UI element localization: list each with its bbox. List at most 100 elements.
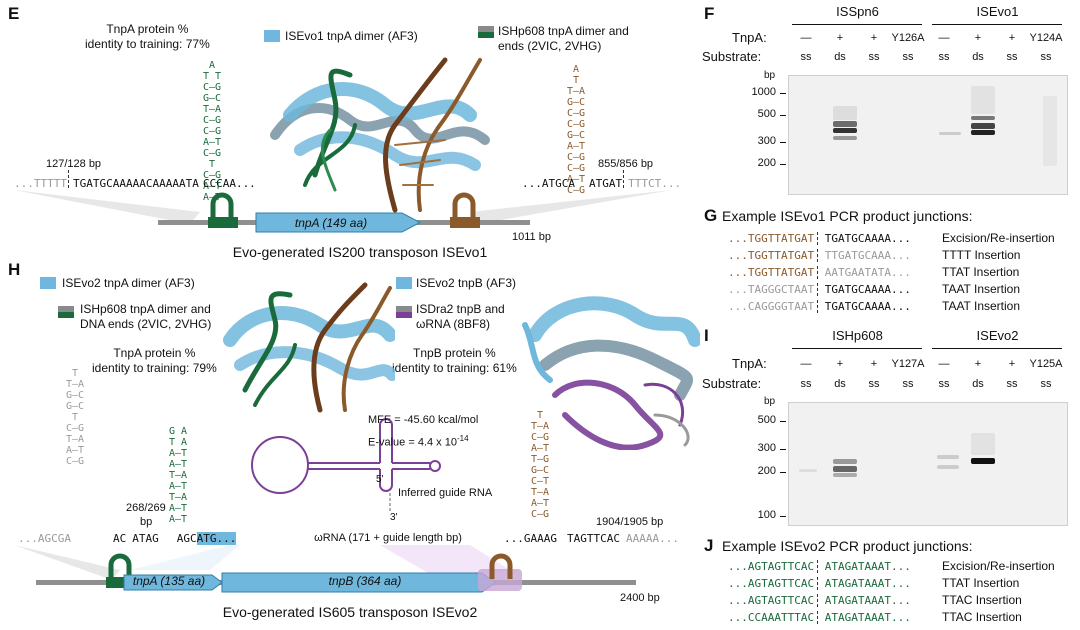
legend-isdra2-swatch — [396, 306, 412, 318]
junction-right-seq: AATGAATATA... — [824, 266, 911, 279]
hairpin-base-pair: A–T — [168, 448, 188, 459]
junction-left-seq: ...TAGGGCTAAT — [728, 283, 815, 296]
hairpin-base-pair: T A — [168, 437, 188, 448]
junction-type-label: Excision/Re-insertion — [942, 231, 1055, 245]
panel-h-letter: H — [8, 260, 21, 279]
junction-right-seq: TGATGCAAAA... — [824, 300, 911, 313]
hairpin-base-pair: C–G — [530, 432, 550, 443]
hairpin-base-pair: G–C — [65, 401, 85, 412]
isevo2-length: 2400 bp — [620, 592, 660, 604]
isevo2-genome-map — [14, 545, 636, 593]
hairpin-base-pair: C–G — [566, 108, 586, 119]
gel-lane-substrate-label: ss — [1006, 51, 1018, 63]
hairpin-base-pair: G–C — [530, 465, 550, 476]
legend-isevo1-swatch — [264, 30, 280, 42]
hairpin-base-pair: T — [71, 412, 79, 423]
hairpin-base-pair: C–G — [65, 456, 85, 467]
omega-evalue: E-value = 4.4 x 10-14 — [368, 434, 469, 449]
panel-h-right-position: 1904/1905 bp — [596, 516, 664, 528]
gel-lane-tnpa-label: + — [870, 358, 878, 370]
isevo2-tnpb-structure-image — [522, 296, 700, 450]
hairpin-base-pair: T–A — [65, 379, 85, 390]
legend-ishp608-dna-swatch — [58, 306, 74, 318]
gel-lane-tnpa-label: + — [974, 32, 982, 44]
gel-lane-substrate-label: ss — [938, 378, 950, 390]
omega-rna-label: ωRNA (171 + guide length bp) — [314, 532, 462, 544]
gel-f-ladder-200: 200 — [757, 157, 776, 169]
hairpin-base-pair: C–G — [566, 185, 586, 196]
hairpin-base-pair: T — [572, 75, 580, 86]
hairpin-base-pair: A–T — [202, 137, 222, 148]
hairpin-base-pair: G–C — [65, 390, 85, 401]
panel-h-left-position-unit: bp — [140, 516, 153, 528]
isevo2-tnpa-gene-label: tnpA (135 aa) — [132, 574, 206, 588]
gel-lane-substrate-label: ss — [1040, 378, 1052, 390]
panel-f-letter: F — [704, 4, 715, 23]
isevo1-caption: Evo-generated IS200 transposon ISEvo1 — [232, 244, 488, 260]
panel-e-left-position: 127/128 bp — [46, 158, 102, 170]
hairpin-base-pair: C–G — [566, 119, 586, 130]
gel-lane-substrate-label: ss — [868, 378, 880, 390]
hairpin-base-pair: T–A — [566, 86, 586, 97]
junction-type-label: Excision/Re-insertion — [942, 559, 1055, 573]
hairpin-base-pair: T — [536, 410, 544, 421]
gel-f-ladder-500: 500 — [757, 108, 776, 120]
gel-lane-tnpa-label: Y124A — [1029, 32, 1063, 44]
gel-lane-substrate-label: ss — [1040, 51, 1052, 63]
panel-j-title: Example ISEvo2 PCR product junctions: — [722, 538, 973, 554]
hairpin-base-pair: A–T — [202, 192, 222, 203]
junction-right-seq: ATAGATAAAT... — [824, 560, 911, 573]
junction-row: ...CAGGGGTAAT TGATGCAAAA... — [728, 300, 911, 313]
gel-i-group-2: ISEvo2 — [976, 328, 1019, 343]
gel-i-bp-unit: bp — [764, 396, 776, 407]
hairpin-base-pair: C–G — [202, 82, 222, 93]
panel-g-letter: G — [704, 206, 718, 225]
panel-j-letter: J — [704, 536, 714, 555]
hairpin-base-pair: A–T — [530, 498, 550, 509]
hairpin-base-pair: A–T — [168, 503, 188, 514]
gel-lane-tnpa-label: Y127A — [891, 358, 925, 370]
hairpin-base-pair: C–G — [65, 423, 85, 434]
gel-lane-tnpa-label: + — [836, 32, 844, 44]
junction-row: ...CCAAATTTAC ATAGATAAAT... — [728, 611, 911, 624]
junction-right-seq: TGATGCAAAA... — [824, 232, 911, 245]
isevo1-genome-map — [14, 190, 672, 233]
junction-left-seq: ...CCAAATTTAC — [728, 611, 815, 624]
hairpin-base-pair: G–C — [566, 130, 586, 141]
hairpin-base-pair: C–G — [202, 148, 222, 159]
panel-i-letter: I — [704, 326, 709, 345]
hairpin-base-pair: C–G — [202, 170, 222, 181]
hairpin-base-pair: T–A — [65, 434, 85, 445]
legend-isevo2-tnpa-swatch — [40, 277, 56, 289]
gel-lane-substrate-label: ss — [902, 378, 914, 390]
panel-h-left-position: 268/269 — [126, 502, 166, 514]
gel-lane-tnpa-label: — — [800, 32, 812, 44]
isevo1-structure-image — [270, 57, 490, 213]
gel-lane-tnpa-label: + — [870, 32, 878, 44]
isevo1-tnpa-gene-label: tnpA (149 aa) — [294, 216, 368, 230]
junction-type-label: TTAC Insertion — [942, 610, 1022, 624]
panel-g-title: Example ISEvo1 PCR product junctions: — [722, 208, 973, 224]
legend-ishp608-swatch — [478, 26, 494, 38]
gel-i-group-1: ISHp608 — [832, 328, 883, 343]
gel-lane-substrate-label: ss — [800, 51, 812, 63]
legend-isevo2-tnpb-swatch — [396, 277, 412, 289]
gel-lane-substrate-label: ss — [938, 51, 950, 63]
gel-lane-substrate-label: ss — [868, 51, 880, 63]
legend-isevo1-label: ISEvo1 tnpA dimer (AF3) — [285, 29, 418, 43]
gel-f-ladder-300: 300 — [757, 135, 776, 147]
hairpin-base-pair: T–A — [202, 104, 222, 115]
junction-type-label: TAAT Insertion — [942, 299, 1021, 313]
junction-left-seq: ...AGTAGTTCAC — [728, 577, 815, 590]
legend-isevo2-tnpa-label: ISEvo2 tnpA dimer (AF3) — [62, 276, 195, 290]
hairpin-base-pair: C–G — [202, 126, 222, 137]
junction-left-seq: ...CAGGGGTAAT — [728, 300, 815, 313]
isevo2-tnpa-structure-image — [223, 282, 395, 413]
panel-e-identity: TnpA protein %identity to training: 77% — [85, 22, 210, 51]
isevo1-length: 1011 bp — [512, 231, 551, 243]
gel-i-ladder-500: 500 — [757, 414, 776, 426]
